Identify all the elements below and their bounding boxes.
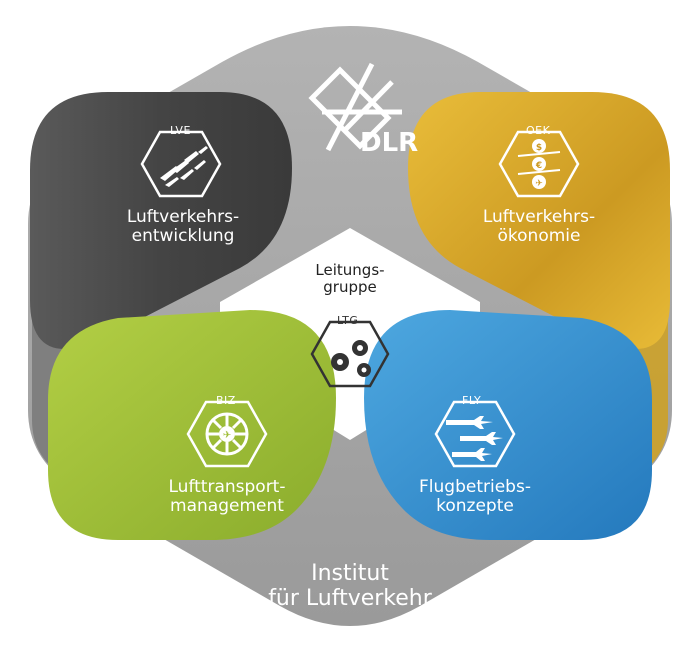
module-fly-line2: konzepte xyxy=(436,496,514,517)
module-lve-line2: entwicklung xyxy=(131,226,235,247)
institute-title: Institut für Luftverkehr xyxy=(200,561,500,611)
module-lve-label: Luftverkehrs- entwicklung xyxy=(88,207,278,247)
hex-badge-biz xyxy=(186,400,268,468)
module-oek-label: Luftverkehrs- ökonomie xyxy=(444,207,634,247)
code-ltg: LTG xyxy=(337,314,359,327)
code-oek: OEK xyxy=(526,124,551,137)
svg-text:✈: ✈ xyxy=(535,179,543,189)
module-biz-line2: management xyxy=(170,496,284,517)
gears-icon xyxy=(331,340,371,377)
center-line2: gruppe xyxy=(323,277,377,296)
hex-badge-fly xyxy=(434,400,516,468)
svg-text:✈: ✈ xyxy=(223,430,231,441)
module-oek-line1: Luftverkehrs- xyxy=(482,207,596,227)
hex-badge-ltg xyxy=(310,320,390,388)
dlr-wordmark: DLR xyxy=(360,128,419,158)
center-label: Leitungs- gruppe xyxy=(280,262,420,296)
module-lve-line1: Luftverkehrs- xyxy=(126,207,240,227)
code-lve: LVE xyxy=(170,124,191,137)
center-line1: Leitungs- xyxy=(315,261,385,279)
module-fly-label: Flugbetriebs- konzepte xyxy=(380,477,570,517)
currency-coins-icon: $ € ✈ xyxy=(517,139,561,189)
module-biz-label: Lufttransport- management xyxy=(132,477,322,517)
flight-formation-icon xyxy=(446,416,503,461)
petal-oek xyxy=(408,92,670,349)
airplanes-swarm-icon xyxy=(160,146,208,187)
module-fly-line1: Flugbetriebs- xyxy=(419,477,531,497)
hex-badge-oek xyxy=(498,130,580,198)
svg-text:€: € xyxy=(535,161,542,171)
module-biz-line1: Lufttransport- xyxy=(168,477,286,497)
petal-lve xyxy=(30,92,292,349)
airport-wheel-icon: ✈ xyxy=(205,412,249,456)
dlr-logo-icon xyxy=(308,62,402,152)
institute-line1: Institut xyxy=(311,561,389,586)
svg-text:$: $ xyxy=(536,143,542,153)
hex-badge-lve xyxy=(140,130,222,198)
institute-line2: für Luftverkehr xyxy=(268,585,432,611)
code-biz: BIZ xyxy=(216,394,236,407)
module-oek-line2: ökonomie xyxy=(497,226,581,247)
code-fly: FLY xyxy=(462,394,482,407)
